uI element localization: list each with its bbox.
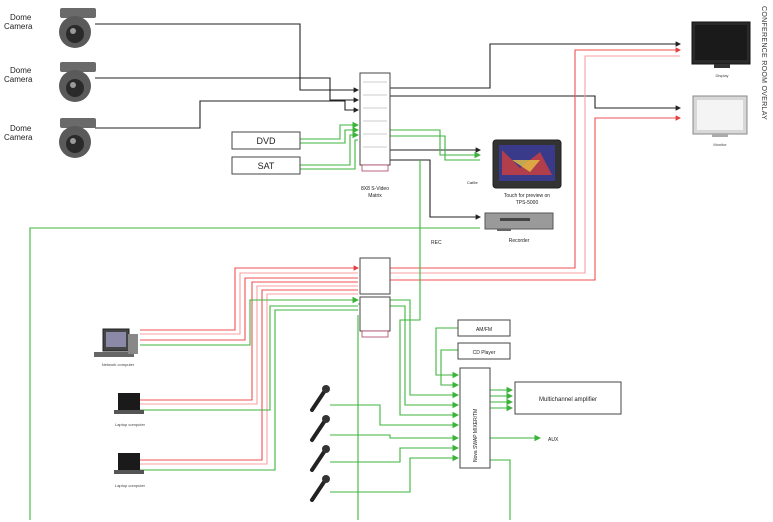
camera2-cable <box>95 77 360 103</box>
camera-label-line2: Camera <box>4 22 33 31</box>
matrix-to-recorder <box>390 159 482 220</box>
camera-label-line2: Camera <box>4 133 33 142</box>
recorder-label: Recorder <box>509 238 530 244</box>
display-top: Display <box>691 21 751 78</box>
matrix-label-line1: 8X8 S-Video <box>361 186 389 192</box>
multichannel-amplifier: Multichannel amplifier <box>514 381 622 415</box>
camera-label-line2: Camera <box>4 75 33 84</box>
recorder: Recorder REC <box>431 212 554 246</box>
amfm-label: AM/FM <box>476 327 492 333</box>
touch-panel: Touch for preview on TPS-5000 Cat5e <box>467 139 562 206</box>
side-title: CONFERENCE ROOM OVERLAY <box>760 6 767 120</box>
matrix-label-line2: Matrix <box>368 193 382 199</box>
video-matrix: 8X8 S-Video Matrix <box>359 72 391 199</box>
display-lower: Monitor <box>692 95 748 147</box>
camera-label-line1: Dome <box>10 124 32 133</box>
computer-caption: Network computer <box>102 362 135 367</box>
camera-label-line1: Dome <box>10 13 32 22</box>
camera1-cable <box>95 23 360 93</box>
camera3-cable <box>95 100 360 129</box>
display-top-caption: Display <box>715 73 728 78</box>
amplifier-label: Multichannel amplifier <box>539 397 597 403</box>
network-computer: Network computer <box>94 328 138 367</box>
dvd-label: DVD <box>256 136 276 146</box>
video-wiring <box>95 23 682 220</box>
microphone-3 <box>310 445 330 472</box>
laptop-computer-1: Laptop computer <box>114 393 146 427</box>
audio-wiring <box>29 121 542 520</box>
dome-camera-3: Dome Camera <box>4 118 96 158</box>
audio-mixer: Nova SWAP MIXER/TM <box>459 367 491 469</box>
matrix-to-display-top <box>390 41 682 89</box>
matrix-to-display-lower <box>390 95 682 111</box>
computer-caption: Laptop computer <box>115 483 146 488</box>
microphone-4 <box>310 475 330 502</box>
sat-source: SAT <box>231 156 301 175</box>
camera-label-line1: Dome <box>10 66 32 75</box>
rgb-wiring <box>140 47 682 465</box>
rgb-matrix <box>359 257 391 338</box>
touch-panel-label-line1: Touch for preview on <box>504 193 550 199</box>
display-lower-caption: Monitor <box>713 142 727 147</box>
laptop-computer-2: Laptop computer <box>114 453 146 488</box>
dvd-source: DVD <box>231 131 301 150</box>
cd-player-label: CD Player <box>473 350 496 356</box>
aux-label: AUX <box>548 437 559 443</box>
rec-label: REC <box>431 240 442 246</box>
cd-player: CD Player <box>457 342 511 360</box>
dome-camera-1: Dome Camera <box>4 8 96 48</box>
mixer-label: Nova SWAP MIXER/TM <box>473 409 479 462</box>
touch-panel-label-line2: TPS-5000 <box>516 200 539 206</box>
computer-caption: Laptop computer <box>115 422 146 427</box>
sat-label: SAT <box>258 161 275 171</box>
microphone-2 <box>310 415 330 442</box>
cat5-label: Cat5e <box>467 180 478 185</box>
microphone-1 <box>310 385 330 412</box>
amfm-tuner: AM/FM <box>457 319 511 337</box>
dome-camera-2: Dome Camera <box>4 62 96 102</box>
